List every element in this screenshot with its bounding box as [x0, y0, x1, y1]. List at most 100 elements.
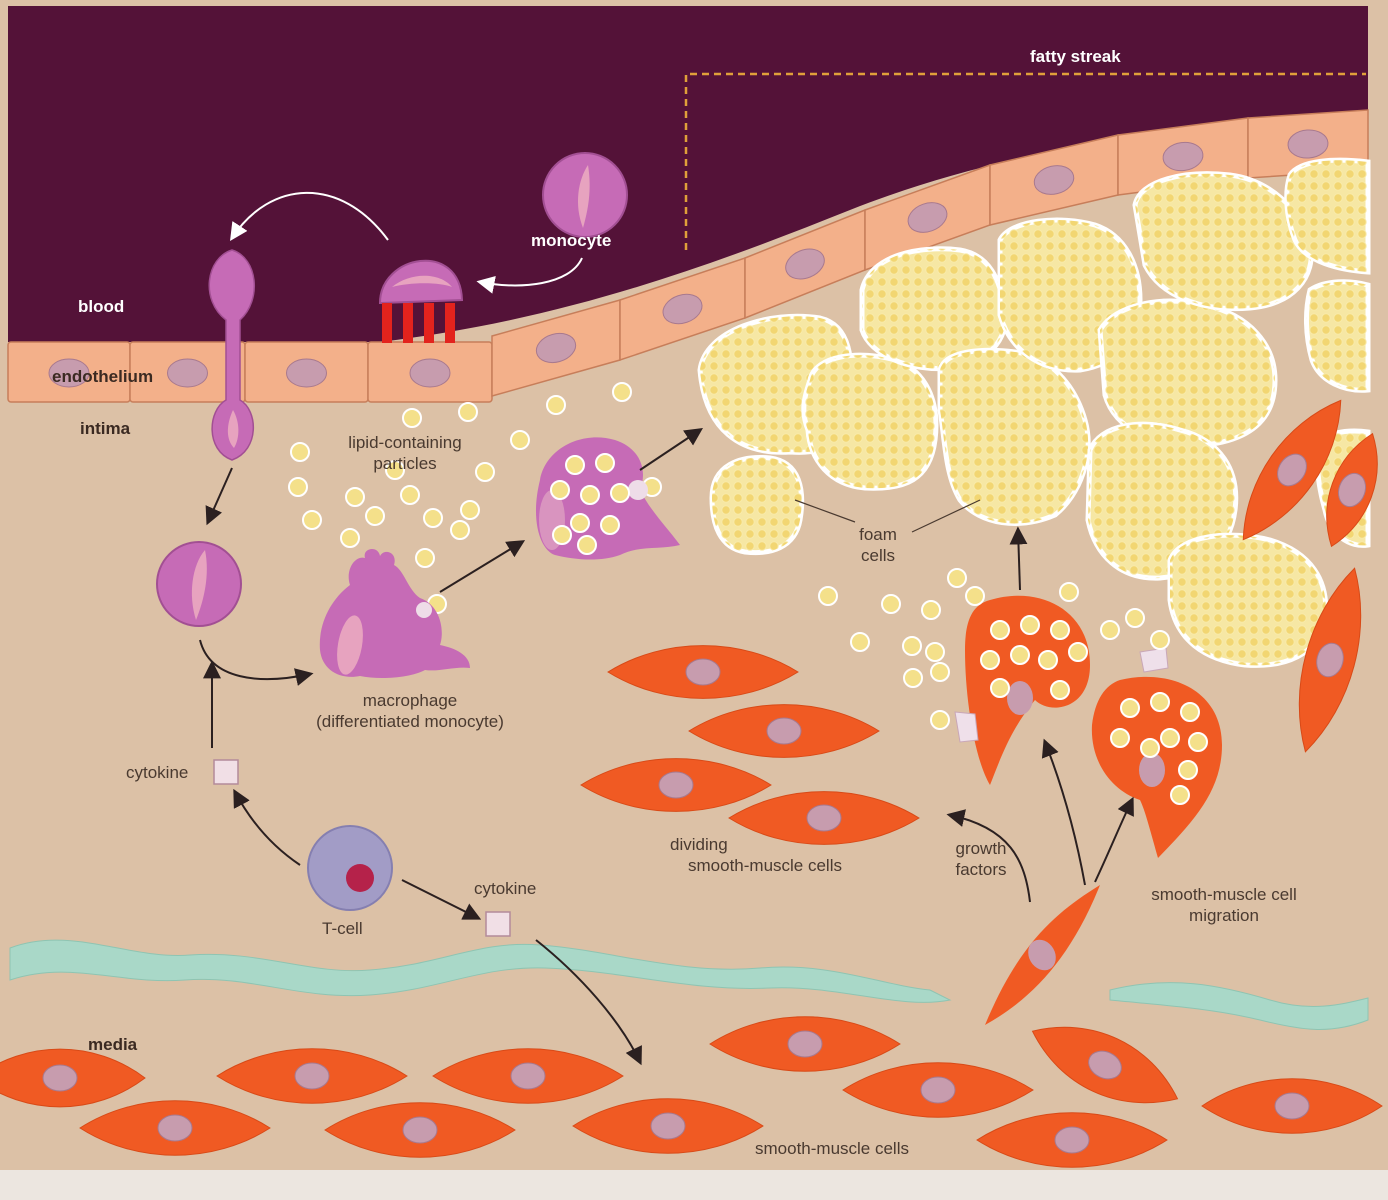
dividing-smooth-muscle-cells	[580, 645, 920, 845]
endothelial-nucleus	[535, 332, 577, 364]
smc-lipid	[990, 620, 1010, 640]
migrating-smc-lipid-2	[1091, 676, 1222, 858]
smooth-muscle-nucleus	[402, 1116, 438, 1144]
adhering-monocyte	[378, 259, 464, 343]
smooth-muscle-cell	[688, 704, 880, 758]
endothelial-nucleus	[662, 293, 703, 325]
macrophage-lipid	[577, 535, 597, 555]
label-migration-line1: smooth-muscle cell	[1151, 885, 1297, 904]
lipid-particle	[1150, 630, 1170, 650]
foam-cell-lipid-fill	[1100, 301, 1275, 446]
label-cytokine-lower: cytokine	[474, 879, 537, 898]
smc-lipid	[1188, 732, 1208, 752]
macrophage-lipid	[552, 525, 572, 545]
smooth-muscle-cell	[324, 1102, 516, 1158]
endothelial-nucleus	[286, 358, 327, 388]
smooth-muscle-cell	[580, 758, 772, 812]
smooth-muscle-nucleus	[685, 658, 721, 686]
receptor-2	[1139, 647, 1169, 673]
smooth-muscle-nucleus	[157, 1114, 193, 1142]
label-dividing-line2: smooth-muscle cells	[688, 856, 842, 875]
smc-lipid	[1068, 642, 1088, 662]
smc-lipid	[990, 678, 1010, 698]
cytokine-square-upper	[213, 759, 239, 785]
t-cell	[307, 825, 393, 911]
foam-cell-lipid-fill	[1306, 281, 1368, 391]
lipid-particle	[930, 662, 950, 682]
foam-leader-2	[911, 499, 981, 533]
smooth-muscle-nucleus	[1088, 1050, 1122, 1080]
label-macrophage-line2: (differentiated monocyte)	[316, 712, 504, 731]
endothelial-nucleus	[1162, 141, 1204, 172]
lipid-particle	[458, 402, 478, 422]
smooth-muscle-nucleus	[294, 1062, 330, 1090]
migration-spindle-cell	[985, 885, 1100, 1025]
smc-lipid	[1120, 698, 1140, 718]
smooth-muscle-cell	[976, 1112, 1168, 1168]
label-dividing-smc: dividing smooth-muscle cells	[660, 834, 870, 876]
lipid-particles	[288, 382, 1170, 730]
foam-cell-lipid-fill	[1170, 535, 1326, 666]
endothelial-nucleus	[907, 202, 948, 233]
smooth-muscle-cell	[842, 1062, 1034, 1118]
lipid-particle	[385, 460, 405, 480]
foam-leader-1	[794, 499, 856, 523]
endothelial-nucleus	[1287, 129, 1329, 159]
smooth-muscle-nucleus	[42, 1064, 78, 1092]
fatty-streak-bracket	[684, 72, 1366, 250]
label-dividing-line1: dividing	[670, 835, 728, 854]
lipid-particle	[925, 642, 945, 662]
label-growth-line2: factors	[955, 860, 1007, 879]
smooth-muscle-cell	[607, 645, 799, 699]
label-cytokine-upper: cytokine	[126, 763, 189, 782]
lipid-particle	[947, 568, 967, 588]
label-macrophage: macrophage (differentiated monocyte)	[280, 690, 540, 732]
foam-cells-cluster	[697, 157, 1371, 668]
smc-lipid	[1180, 702, 1200, 722]
smooth-muscle-nucleus	[658, 771, 694, 799]
intima-smooth-muscle-cells	[1242, 399, 1378, 753]
foam-cell-lipid-fill	[940, 350, 1089, 524]
smooth-muscle-nucleus	[650, 1112, 686, 1140]
label-endothelium: endothelium	[52, 367, 154, 386]
label-fatty-streak: fatty streak	[1030, 47, 1121, 66]
macrophage-lipid	[565, 455, 585, 475]
lipid-particle	[612, 382, 632, 402]
endothelial-nucleus	[167, 358, 208, 388]
lipid-particle	[903, 668, 923, 688]
lipid-particle	[345, 487, 365, 507]
internal-elastic-band-right	[1109, 982, 1369, 1030]
smooth-muscle-nucleus	[766, 717, 802, 745]
label-media: media	[88, 1035, 138, 1054]
foam-cell-lipid-fill	[1286, 160, 1368, 272]
macrophage-lipid	[600, 515, 620, 535]
smooth-muscle-cell	[0, 1048, 146, 1108]
lipid-particle	[921, 600, 941, 620]
macrophage-lipid	[580, 485, 600, 505]
endothelium-layer	[7, 109, 1369, 403]
lipid-particle	[365, 506, 385, 526]
smc-lipid	[1160, 728, 1180, 748]
label-lipid-particles: lipid-containing particles	[320, 432, 490, 474]
smooth-muscle-cell	[432, 1048, 624, 1104]
foam-cell-lipid-fill	[803, 355, 936, 489]
smooth-muscle-cell	[1201, 1078, 1383, 1134]
label-smooth-muscle-cells: smooth-muscle cells	[755, 1139, 909, 1158]
foam-cell-lipid-fill	[862, 248, 1006, 369]
smooth-muscle-nucleus	[787, 1030, 823, 1058]
smooth-muscle-cell	[728, 791, 920, 845]
smc-lipid	[1010, 645, 1030, 665]
lipid-particle	[302, 510, 322, 530]
lipid-particle	[850, 632, 870, 652]
label-smc-migration: smooth-muscle cell migration	[1124, 884, 1324, 926]
endothelial-nucleus	[1033, 165, 1075, 195]
smc-lipid	[1020, 615, 1040, 635]
lipid-particle	[965, 586, 985, 606]
smooth-muscle-nucleus	[510, 1062, 546, 1090]
smc-lipid	[1178, 760, 1198, 780]
smc-lipid-droplets	[980, 615, 1208, 805]
label-growth-factors: growth factors	[938, 838, 1024, 880]
macrophage	[319, 549, 470, 678]
migrating-smc-lipid-1	[965, 595, 1090, 785]
